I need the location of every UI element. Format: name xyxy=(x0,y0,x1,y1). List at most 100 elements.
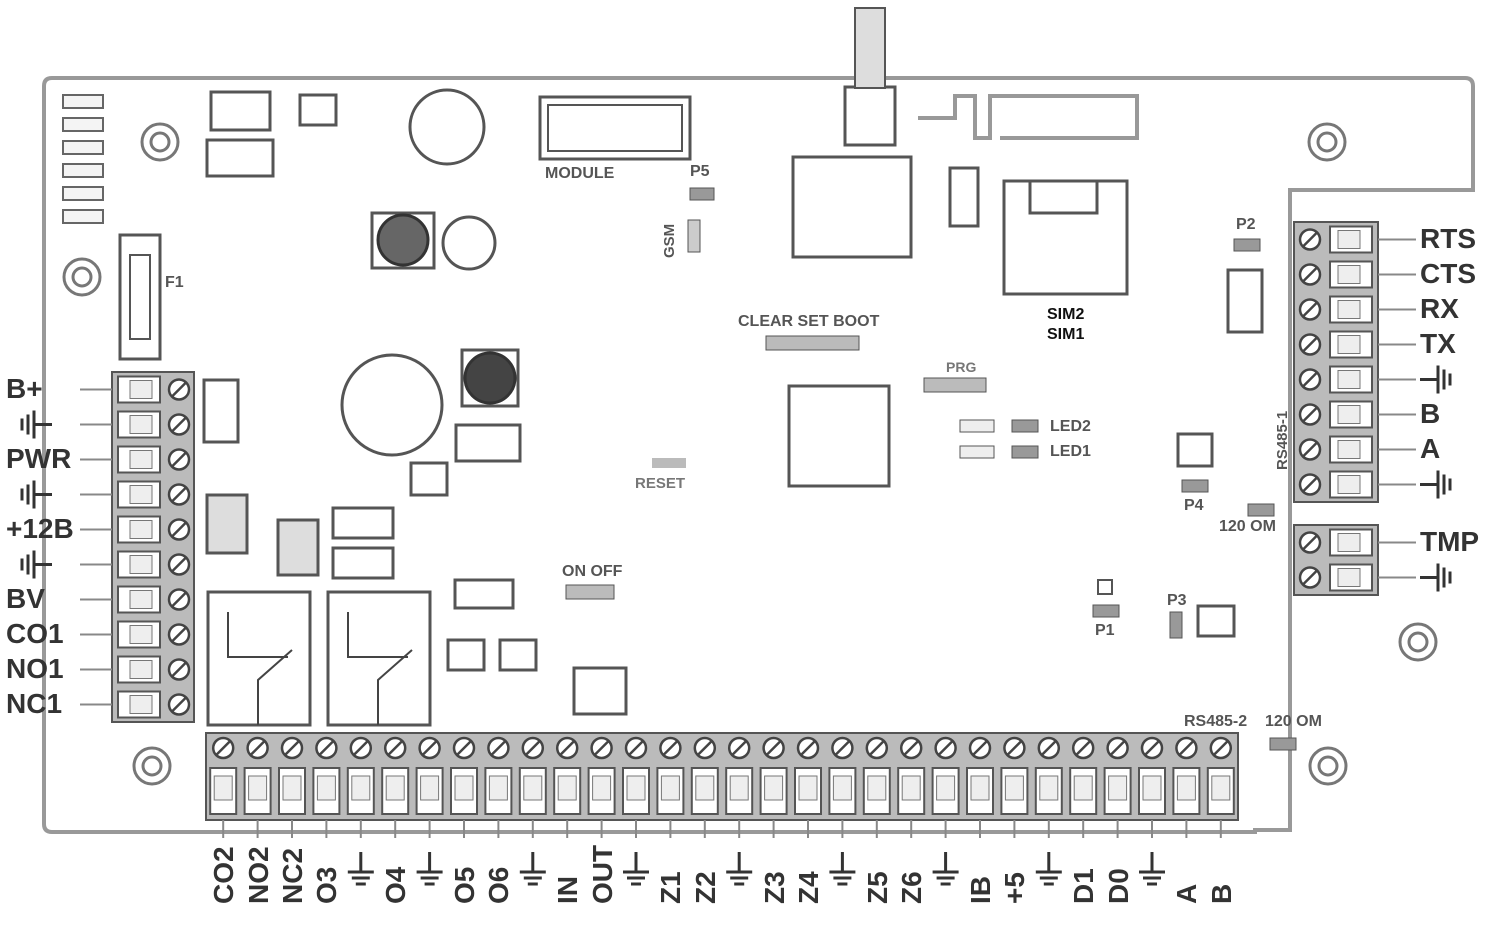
left-terminal-label: NO1 xyxy=(6,652,64,684)
bottom-terminal-label: IN xyxy=(552,876,584,904)
ground-icon xyxy=(932,852,959,886)
bottom-terminal-label: Z1 xyxy=(655,871,687,904)
left-terminal xyxy=(80,375,191,404)
tmp-terminal xyxy=(1298,528,1416,557)
bottom-terminal-label: O4 xyxy=(380,866,412,904)
bottom-terminal-label: Z6 xyxy=(896,871,928,904)
clear-set-boot-label: CLEAR SET BOOT xyxy=(738,313,880,330)
bottom-terminal-block xyxy=(205,732,1239,886)
left-terminal-label: NC1 xyxy=(6,687,63,719)
p1-label: P1 xyxy=(1095,622,1115,639)
left-terminal xyxy=(80,690,191,719)
reset-label: RESET xyxy=(635,475,686,492)
bottom-terminal-label: Z5 xyxy=(861,871,893,904)
right-terminal-label: B xyxy=(1420,397,1441,429)
p5-label: P5 xyxy=(690,163,710,180)
ground-icon xyxy=(20,410,52,439)
led2-label: LED2 xyxy=(1050,418,1091,435)
bottom-terminal-label: NC2 xyxy=(277,847,308,904)
bottom-terminal xyxy=(862,736,891,838)
sim2-label: SIM2 xyxy=(1047,306,1085,323)
right-terminal xyxy=(1298,470,1416,499)
ground-icon xyxy=(20,480,52,509)
bottom-terminal xyxy=(828,736,857,838)
bottom-terminal xyxy=(897,736,926,838)
ground-icon xyxy=(829,852,856,886)
bottom-terminal xyxy=(1138,736,1166,838)
bottom-terminal-label: NO2 xyxy=(242,846,274,904)
left-terminal xyxy=(80,480,191,509)
bottom-terminal xyxy=(243,736,272,838)
bottom-terminal xyxy=(1103,736,1132,838)
rs485-1-label: RS485-1 xyxy=(1274,410,1291,470)
bottom-terminal-label: +5 xyxy=(999,872,1031,904)
bottom-terminal xyxy=(1172,736,1201,838)
ground-icon xyxy=(1420,470,1452,499)
bottom-terminal-label: B xyxy=(1205,883,1237,904)
right-terminal xyxy=(1298,400,1416,429)
ground-icon xyxy=(1420,365,1452,394)
bottom-terminal xyxy=(587,736,616,838)
tmp-terminal-label: TMP xyxy=(1420,525,1480,557)
ground-icon xyxy=(726,852,753,886)
left-terminal-label: CO1 xyxy=(6,617,64,649)
right-terminal xyxy=(1298,435,1416,464)
bottom-terminal xyxy=(690,736,719,838)
prg-label: PRG xyxy=(946,359,977,375)
bottom-terminal xyxy=(312,736,341,838)
bottom-terminal xyxy=(278,736,306,838)
bottom-terminal xyxy=(346,736,375,838)
bottom-terminal xyxy=(381,736,410,838)
bottom-terminal xyxy=(931,736,960,838)
bottom-terminal xyxy=(759,736,788,838)
bottom-terminal-label: D1 xyxy=(1068,868,1100,904)
bottom-terminal-label: O6 xyxy=(483,866,515,904)
left-terminal xyxy=(80,445,191,474)
p3-label: P3 xyxy=(1167,592,1187,609)
ground-icon xyxy=(347,852,374,886)
rs485-2-label: RS485-2 xyxy=(1184,713,1248,730)
bottom-terminal xyxy=(484,736,513,838)
left-terminal xyxy=(80,585,191,614)
bottom-terminal-label: D0 xyxy=(1102,868,1134,904)
p2-label: P2 xyxy=(1236,216,1256,233)
components xyxy=(118,7,1297,751)
fuse-label: F1 xyxy=(165,274,184,291)
ground-icon xyxy=(623,852,649,886)
om-right-label: 120 OM xyxy=(1219,518,1276,535)
mounting-holes xyxy=(62,122,1438,786)
bottom-terminal-label: CO2 xyxy=(208,846,240,904)
bottom-terminal-label: Z2 xyxy=(689,871,721,904)
left-terminal xyxy=(80,655,191,684)
bottom-terminal xyxy=(553,736,582,838)
bottom-terminal xyxy=(622,736,650,838)
bottom-terminal xyxy=(209,736,238,838)
module-label: MODULE xyxy=(545,165,615,182)
bottom-terminal xyxy=(966,736,994,838)
left-terminal-label: +12B xyxy=(6,512,74,544)
bottom-terminal-label: O5 xyxy=(449,866,480,904)
right-terminal xyxy=(1298,330,1416,359)
bottom-terminal xyxy=(450,736,478,838)
bottom-terminal-label: OUT xyxy=(586,844,618,904)
left-terminal xyxy=(80,550,191,579)
bottom-terminal xyxy=(794,736,822,838)
led1-label: LED1 xyxy=(1050,443,1091,460)
left-terminal xyxy=(80,515,191,544)
bottom-terminal xyxy=(518,736,547,838)
right-terminal-label: CTS xyxy=(1420,257,1476,289)
tmp-terminal-block xyxy=(1293,524,1452,596)
p4-label: P4 xyxy=(1184,497,1204,514)
bottom-terminal xyxy=(1034,736,1063,838)
bottom-terminal-label: A xyxy=(1171,883,1203,904)
om-bottom-label: 120 OM xyxy=(1265,713,1322,730)
bottom-terminal-label: Z4 xyxy=(793,871,824,904)
ground-icon xyxy=(20,550,52,579)
bottom-terminal xyxy=(725,736,754,838)
right-terminal xyxy=(1298,295,1416,324)
left-terminal-block xyxy=(20,371,195,723)
right-terminal-label: A xyxy=(1420,432,1441,464)
right-terminal-label: TX xyxy=(1420,327,1456,359)
